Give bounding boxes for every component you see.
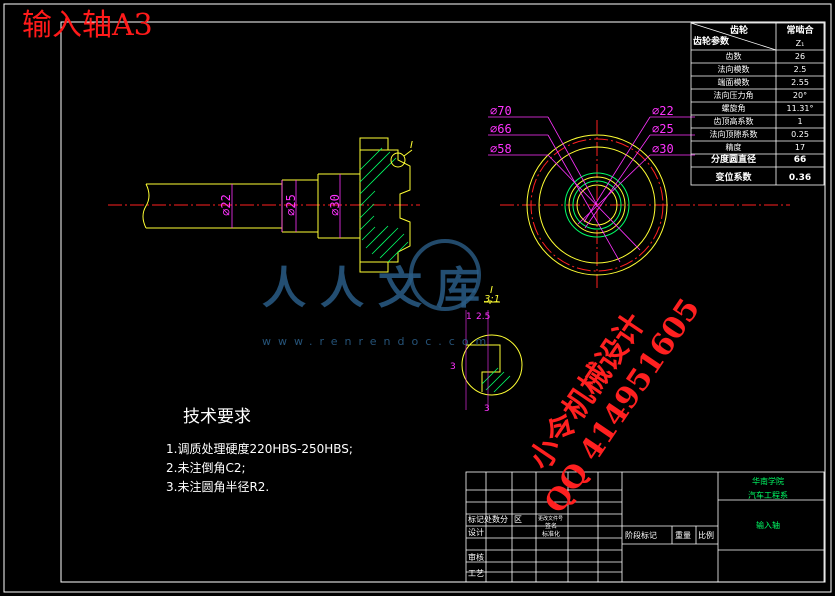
detail-dim-3b: 3 [484,404,490,414]
title-block-review: 审核 [468,553,484,562]
param-row-label: 法向模数 [717,65,750,74]
param-row-label: 法向压力角 [713,91,754,100]
tech-requirement-3: 3.未注圆角半径R2. [166,480,270,494]
param-row-value: 2.55 [791,78,809,87]
dim-circle-d70: ⌀70 [490,104,512,118]
param-row-value: 0.25 [791,130,809,139]
title-block-standard: 标准化 [542,531,561,538]
detail-scale-top: I [490,285,493,296]
param-row-label: 端面模数 [717,78,750,87]
param-row-value: 1 [797,117,803,126]
end-view [500,120,790,290]
detail-leader [403,149,413,157]
param-row-value: 20° [792,91,808,100]
watermark-ring [409,239,481,311]
param-row-value: 26 [794,52,806,61]
param-row-value: 66 [793,155,807,165]
dim-circle-d22: ⌀22 [652,104,674,118]
title-block-scale: 比例 [698,531,714,540]
title-block-dept: 汽车工程系 [748,491,788,500]
title-block-file: 区 [514,515,522,524]
dim-circle-d58: ⌀58 [490,142,512,156]
detail-marker-circle [390,152,406,168]
dim-shaft-d30: ⌀30 [327,194,342,216]
param-header-left-top: 齿轮 [730,26,749,36]
drawing-title: 输入轴A3 [22,8,153,43]
shaft-dimensions [231,174,341,238]
shaft-break [142,183,150,229]
title-block-stage-mark: 阶段标记 [625,531,657,540]
param-row-label: 分度圆直径 [710,155,756,165]
title-block-design: 设计 [468,528,484,537]
param-row-label: 齿顶高系数 [713,117,754,126]
tech-requirements-title: 技术要求 [183,407,251,427]
detail-dim-2: 2.5 [476,312,491,322]
param-header-right-top: 常啮合 [786,26,814,36]
param-table-grid [690,22,825,186]
dim-shaft-d22: ⌀22 [218,194,233,216]
param-row-value: 17 [794,143,806,152]
detail-ref-label: I [410,140,413,151]
param-row-value: 0.36 [788,173,812,183]
title-block-grid [465,471,825,583]
param-row-value: 2.5 [793,65,807,74]
gear-hatch [359,147,409,263]
title-block-school: 华南学院 [752,477,784,486]
tech-requirement-2: 2.未注倒角C2; [166,461,246,475]
title-block-sign: 签名 [545,523,558,530]
param-row-label: 法向顶隙系数 [709,130,758,139]
dim-circle-d66: ⌀66 [490,122,512,136]
tech-requirement-1: 1.调质处理硬度220HBS-250HBS; [166,442,353,456]
detail-dim-3: 3 [450,362,456,372]
param-header-right-bottom: Z₁ [795,39,805,48]
title-block-change: 更改文件号 [538,516,564,522]
inner-frame [60,21,826,583]
dim-circle-d25: ⌀25 [652,122,674,136]
outer-frame [3,3,832,593]
dim-shaft-d25: ⌀25 [283,194,298,216]
param-header-left-bottom: 齿轮参数 [693,37,730,47]
param-row-value: 11.31° [786,104,814,113]
param-row-label: 精度 [725,143,742,152]
title-block-part-name: 输入轴 [756,521,780,530]
title-block-mark: 标记处数分 [468,515,508,524]
title-block-process: 工艺 [468,569,484,578]
param-row-label: 螺旋角 [721,104,746,113]
detail-dim-1: 1 [466,312,472,322]
param-row-label: 变位系数 [715,173,752,183]
gear-body [359,137,411,273]
dim-circle-d30: ⌀30 [652,142,674,156]
title-block-weight: 重量 [675,531,691,540]
watermark-url: www.renrendoc.com [262,335,494,348]
detail-scale-bottom: 3:1 [484,294,501,305]
watermark-brand: 人人文库 [262,263,494,314]
end-view-leaders [488,116,695,263]
detail-view [461,300,523,410]
param-row-label: 齿数 [725,52,742,61]
